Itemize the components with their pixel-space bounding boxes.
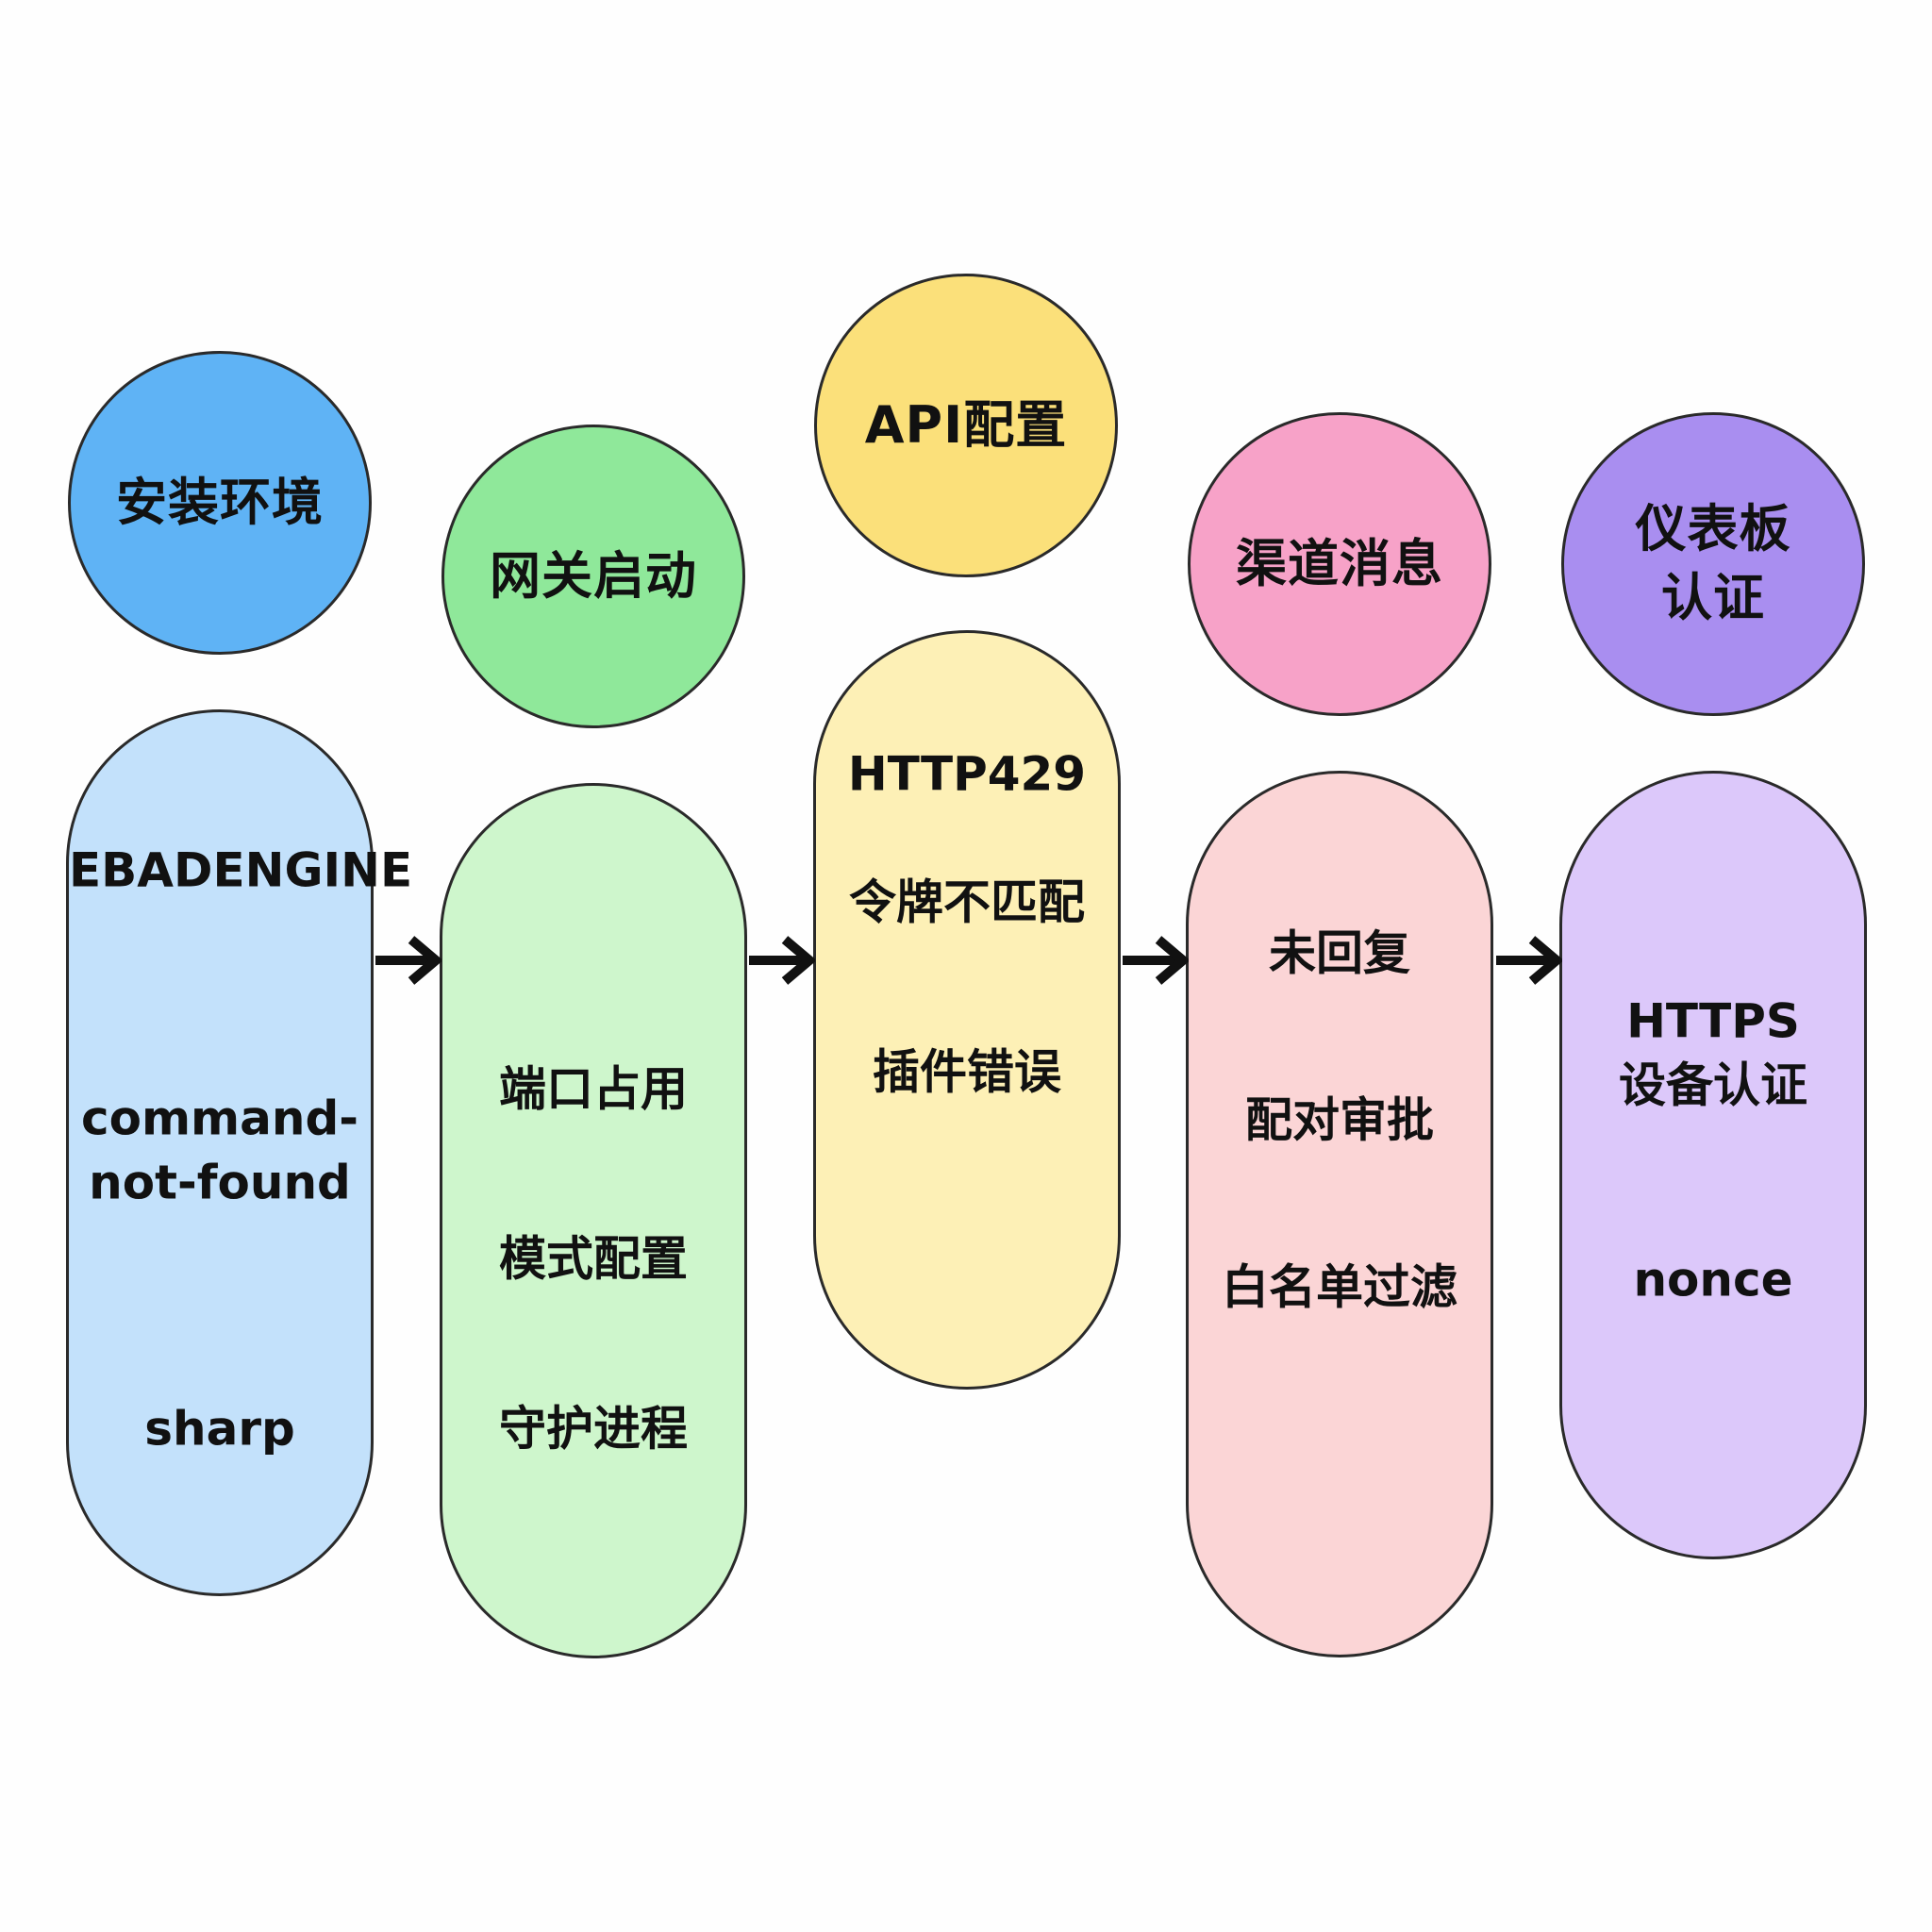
step-2-title: 网关启动 xyxy=(490,545,697,606)
step-5-card: HTTPS 设备认证 nonce xyxy=(1559,771,1867,1559)
step-5-item-2: nonce xyxy=(1633,1252,1793,1307)
arrow-right-icon xyxy=(1123,936,1189,985)
step-3-title: API配置 xyxy=(864,394,1068,455)
step-3-item-3: 插件错误 xyxy=(873,1044,1061,1100)
step-4-item-2: 配对审批 xyxy=(1245,1092,1434,1148)
step-3-circle: API配置 xyxy=(814,274,1118,577)
step-4-item-1: 未回复 xyxy=(1269,925,1410,981)
step-3-card: HTTP429 令牌不匹配 插件错误 xyxy=(813,630,1121,1390)
step-1-item-2: command- not-found xyxy=(80,1091,359,1210)
arrow-right-icon xyxy=(375,936,441,985)
step-5-title: 仪表板 认证 xyxy=(1635,499,1791,627)
step-2-item-1: 端口占用 xyxy=(499,1061,688,1117)
step-1-title: 安装环境 xyxy=(116,472,324,532)
step-1-item-1: EBADENGINE xyxy=(69,842,413,898)
step-1-card: EBADENGINE command- not-found sharp xyxy=(66,709,413,1596)
arrow-right-icon xyxy=(749,936,815,985)
step-2-card: 端口占用 模式配置 守护进程 xyxy=(440,783,747,1658)
step-1-item-3: sharp xyxy=(144,1401,295,1457)
step-2-item-2: 模式配置 xyxy=(499,1231,688,1287)
step-5-item-1: HTTPS 设备认证 xyxy=(1619,993,1807,1113)
step-1-circle: 安装环境 xyxy=(68,351,372,655)
step-4-item-3: 白名单过滤 xyxy=(1222,1259,1457,1315)
step-5-circle: 仪表板 认证 xyxy=(1561,412,1865,716)
step-4-circle: 渠道消息 xyxy=(1188,412,1491,716)
arrow-right-icon xyxy=(1496,936,1562,985)
step-3-item-1: HTTP429 xyxy=(847,746,1087,802)
step-4-card: 未回复 配对审批 白名单过滤 xyxy=(1186,771,1493,1657)
step-4-title: 渠道消息 xyxy=(1236,533,1443,593)
step-2-circle: 网关启动 xyxy=(441,425,745,728)
step-3-item-2: 令牌不匹配 xyxy=(849,874,1085,930)
step-2-item-3: 守护进程 xyxy=(499,1401,688,1457)
